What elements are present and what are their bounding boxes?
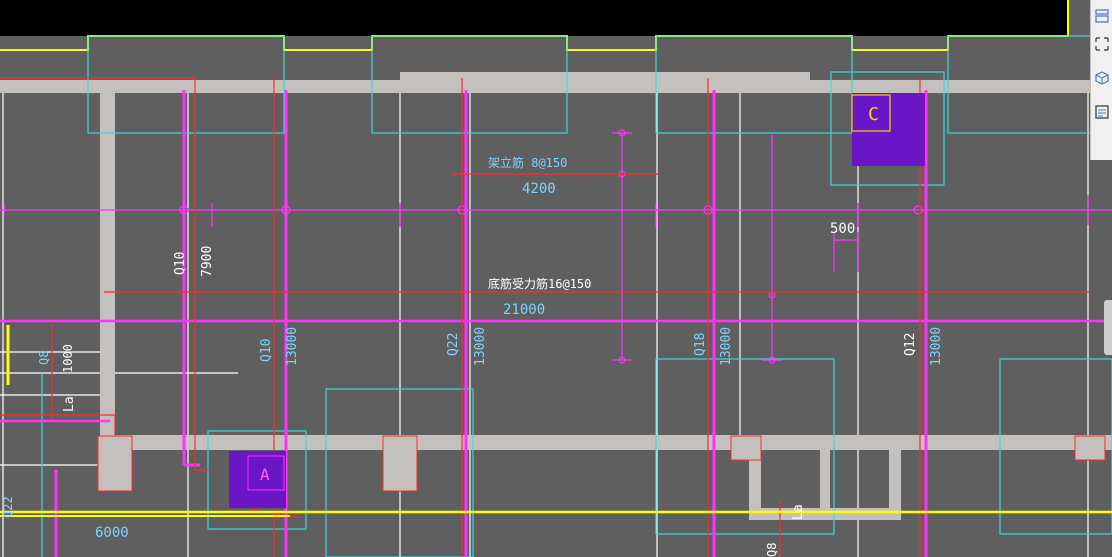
column-a-tag-box [247,455,285,491]
dim-500-label: 500 [830,221,855,237]
column-a[interactable] [229,451,286,508]
view-cube-icon[interactable] [1094,70,1110,86]
vertical-scroll-handle[interactable] [1104,300,1112,355]
top-span-label: 4200 [522,181,556,197]
q22-bottom-label: Q22 [1,496,15,518]
q22-label: Q22 [446,333,461,356]
q8-bottom-label: Q8 [765,543,779,557]
q12-label: Q12 [903,333,918,356]
wall-top [0,72,1090,438]
len-13000-d-label: 13000 [929,327,944,366]
layer-icon[interactable] [1094,8,1110,24]
outside-area-black [0,0,1068,36]
top-rebar-label: 架立筋 8@150 [488,155,567,170]
q8-left-label: Q8 [37,351,51,365]
bottom-span-label: 21000 [503,302,545,318]
magenta-rebar-lines [0,90,1112,557]
len-1000-label: 1000 [61,344,75,373]
len-13000-a-label: 13000 [285,327,300,366]
annotation-texts: 架立筋 8@150 4200 底筋受力筋16@150 21000 500 600… [1,155,944,557]
yellow-lines [0,325,1112,517]
bottom-rebar-label: 底筋受力筋16@150 [488,276,591,291]
select-icon[interactable] [1094,36,1110,52]
wall-piers [97,435,1106,492]
red-rebar-lines [0,77,1090,557]
len-13000-c-label: 13000 [719,327,734,366]
len-7900-label: 7900 [200,246,215,277]
white-grid-lines [0,90,1089,557]
column-c-label: C [868,104,879,125]
q18-label: Q18 [693,333,708,356]
q10-top-label: Q10 [173,252,188,275]
column-c-tag-box [851,94,891,132]
len-13000-b-label: 13000 [473,327,488,366]
la-left-label: La [62,396,77,412]
column-a-label: A [260,465,270,484]
len-6000-label: 6000 [95,525,129,541]
q10-label: Q10 [259,339,274,362]
magenta-node-markers [179,129,923,364]
side-toolbar [1090,0,1112,160]
la-right-label: La [791,504,806,520]
column-c[interactable] [852,93,925,166]
cyan-outlines [41,35,1112,557]
wall-bottom [100,435,1112,520]
properties-icon[interactable] [1094,104,1110,120]
